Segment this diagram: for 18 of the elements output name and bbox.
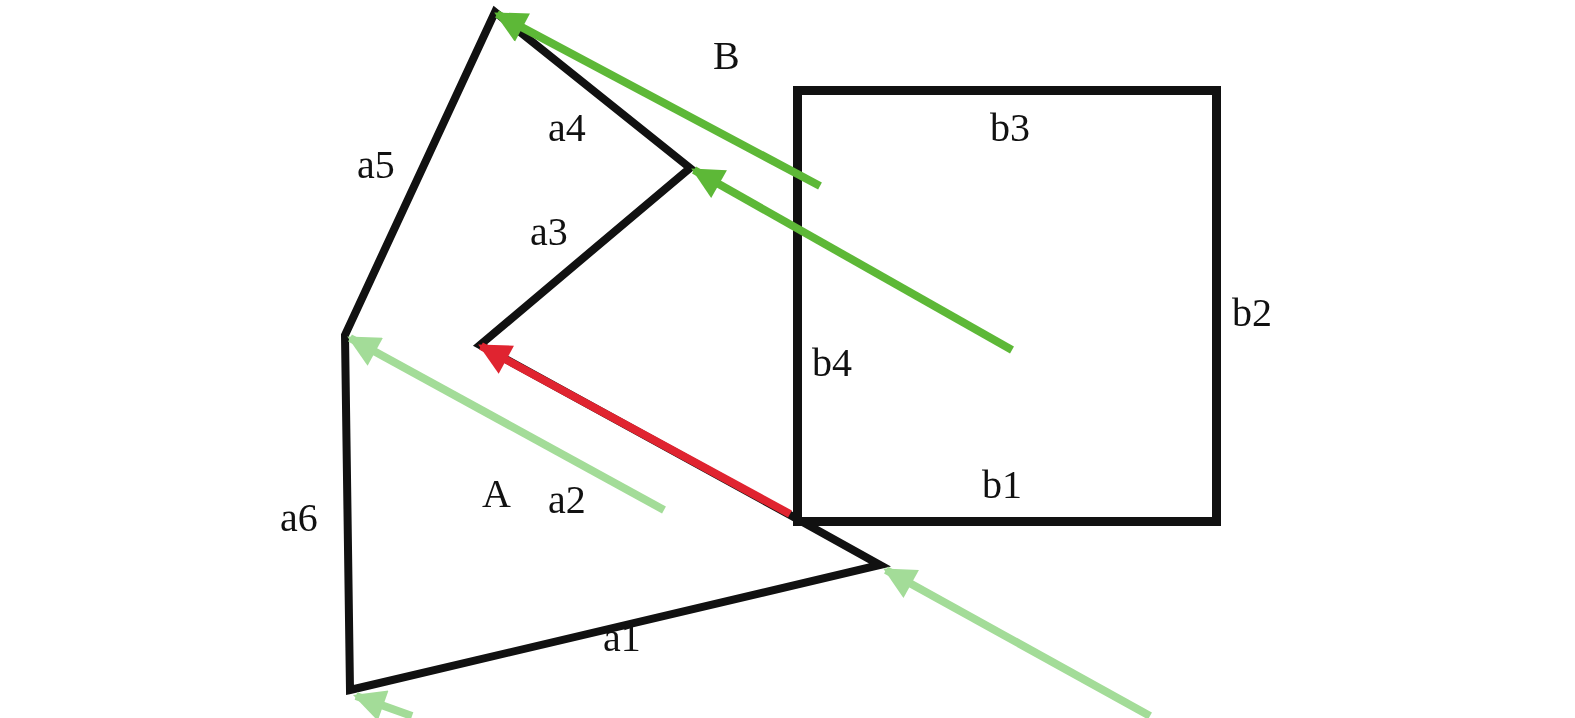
side-label: b4 [812,343,852,383]
arrow [478,342,792,518]
side-label: a5 [357,145,395,185]
side-label: b3 [990,108,1030,148]
side-label: a4 [548,108,586,148]
side-label: a3 [530,212,568,252]
arrow [353,690,414,718]
arrow [494,10,822,190]
shape-label: B [713,36,740,76]
side-label: a2 [548,480,586,520]
side-label: a6 [280,498,318,538]
arrow [691,166,1014,354]
shape-label: A [482,474,511,514]
side-label: b2 [1232,293,1272,333]
side-label: a1 [603,618,641,658]
arrow [883,566,1152,718]
arrow [347,334,666,514]
side-label: b1 [982,465,1022,505]
